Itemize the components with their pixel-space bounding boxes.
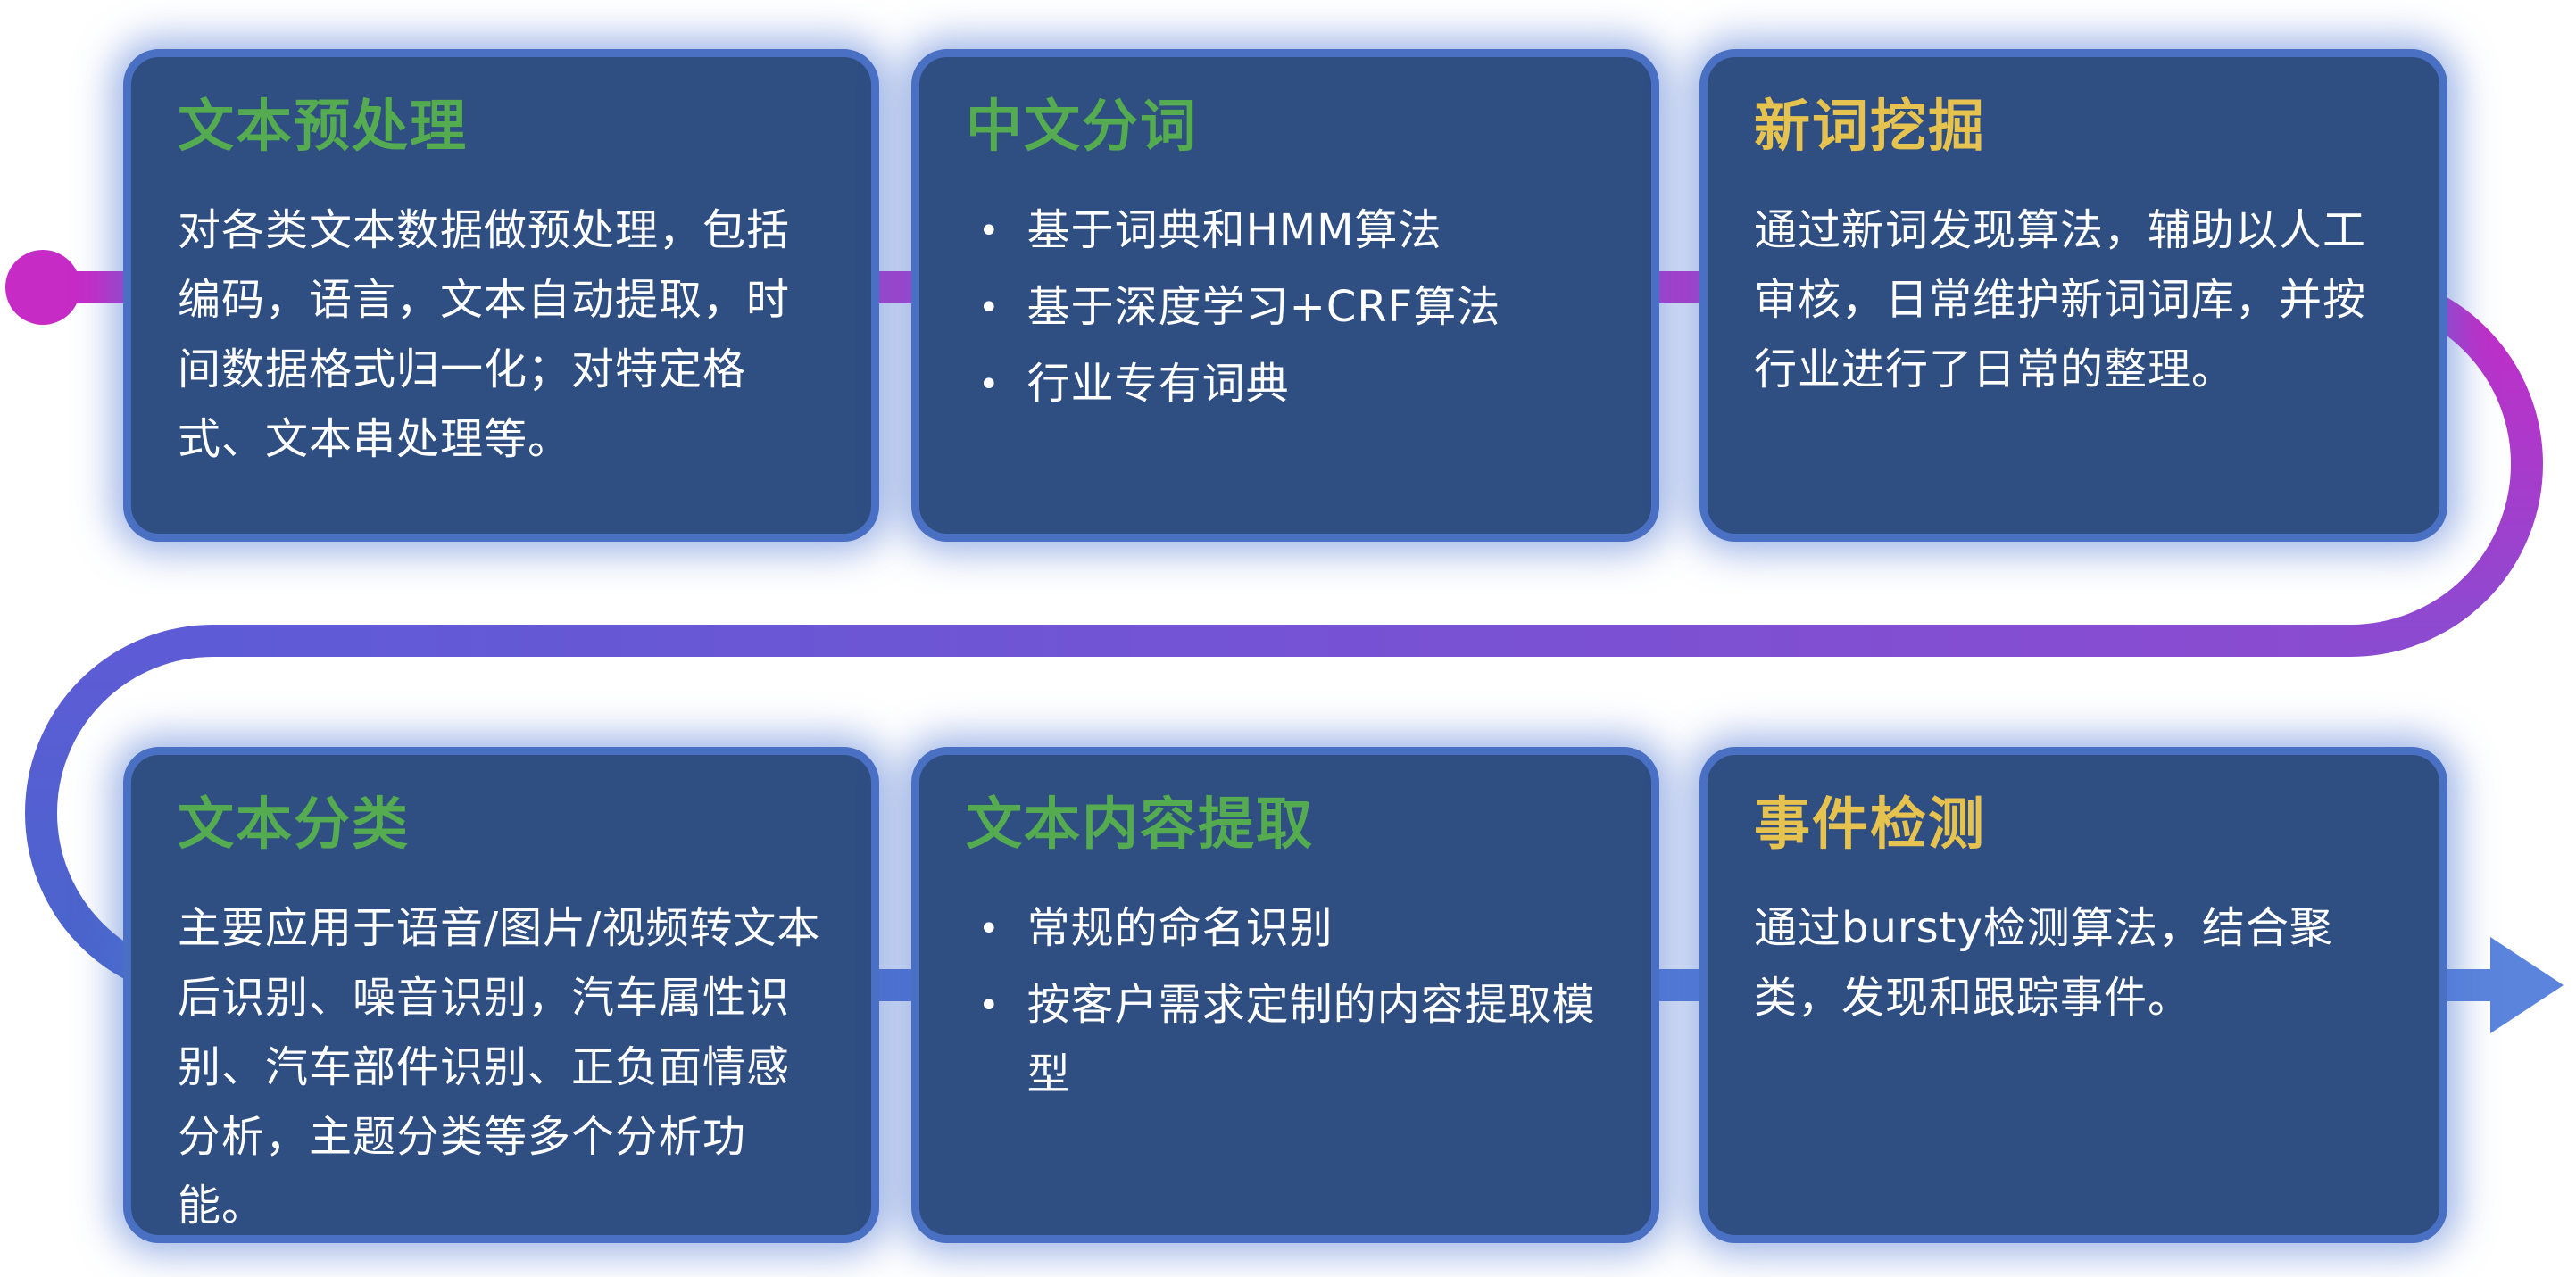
card-title: 事件检测 — [1754, 792, 1986, 857]
card-text-classification: 文本分类 主要应用于语音/图片/视频转文本后识别、噪音识别，汽车属性识别、汽车部… — [123, 747, 879, 1243]
card-body: 通过bursty检测算法，结合聚类，发现和跟踪事件。 — [1754, 903, 2333, 1024]
bullet-icon: • — [978, 364, 1001, 406]
card-new-word-mining: 新词挖掘 通过新词发现算法，辅助以人工审核，日常维护新词词库，并按行业进行了日常… — [1699, 49, 2447, 542]
bullet-icon: • — [978, 211, 1001, 253]
card-body: 对各类文本数据做预处理，包括编码，语言，文本自动提取，时间数据格式归一化；对特定… — [178, 205, 791, 464]
bullet-list: • 常规的命名识别 • 按客户需求定制的内容提取模型 — [966, 894, 1605, 1110]
bullet-list: • 基于词典和HMM算法 • 基于深度学习+CRF算法 • 行业专有词典 — [966, 196, 1605, 419]
bullet-icon: • — [978, 287, 1001, 329]
flow-start-dot — [5, 250, 80, 325]
bullet-icon: • — [978, 985, 1001, 1027]
card-title: 中文分词 — [966, 94, 1198, 159]
bullet-icon: • — [978, 908, 1001, 950]
card-body: 主要应用于语音/图片/视频转文本后识别、噪音识别，汽车属性识别、汽车部件识别、正… — [178, 903, 821, 1231]
card-title: 文本分类 — [178, 792, 410, 857]
bullet-text: 按客户需求定制的内容提取模型 — [1026, 980, 1596, 1100]
card-word-segmentation: 中文分词 • 基于词典和HMM算法 • 基于深度学习+CRF算法 • 行业专有词… — [911, 49, 1659, 542]
card-title: 文本预处理 — [178, 94, 468, 159]
bullet-text: 基于深度学习+CRF算法 — [1026, 282, 1501, 333]
bullet-text: 行业专有词典 — [1026, 359, 1290, 410]
card-body: 通过新词发现算法，辅助以人工审核，日常维护新词词库，并按行业进行了日常的整理。 — [1754, 205, 2367, 394]
card-title: 文本内容提取 — [966, 792, 1314, 857]
arrow-right-icon — [2490, 937, 2564, 1033]
list-item: • 按客户需求定制的内容提取模型 — [978, 971, 1605, 1110]
card-event-detection: 事件检测 通过bursty检测算法，结合聚类，发现和跟踪事件。 — [1699, 747, 2447, 1243]
bullet-text: 常规的命名识别 — [1026, 903, 1334, 954]
card-content-extraction: 文本内容提取 • 常规的命名识别 • 按客户需求定制的内容提取模型 — [911, 747, 1659, 1243]
list-item: • 常规的命名识别 — [978, 894, 1605, 964]
bullet-text: 基于词典和HMM算法 — [1026, 205, 1442, 256]
card-text-preprocessing: 文本预处理 对各类文本数据做预处理，包括编码，语言，文本自动提取，时间数据格式归… — [123, 49, 879, 542]
card-title: 新词挖掘 — [1754, 94, 1986, 159]
list-item: • 基于深度学习+CRF算法 — [978, 273, 1605, 343]
list-item: • 行业专有词典 — [978, 350, 1605, 419]
list-item: • 基于词典和HMM算法 — [978, 196, 1605, 266]
